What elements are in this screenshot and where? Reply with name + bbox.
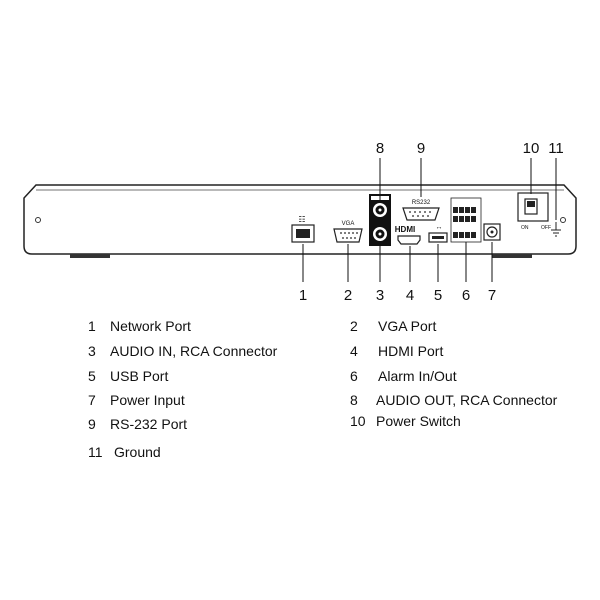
hdmi-port: HDMI xyxy=(395,225,421,245)
callout-2: 2 xyxy=(344,287,352,300)
legend-label: RS-232 Port xyxy=(110,416,188,432)
legend-item-1: 1 Network Port xyxy=(88,318,191,335)
power-input-jack xyxy=(483,223,501,241)
legend-label: AUDIO IN, RCA Connector xyxy=(110,343,278,359)
legend-item-6: 6 Alarm In/Out xyxy=(350,368,457,385)
callout-7: 7 xyxy=(488,287,496,300)
switch-on-label: ON xyxy=(521,225,529,231)
legend-label: Power Input xyxy=(110,392,185,408)
legend-number: 4 xyxy=(350,343,358,359)
power-switch: ON OFF xyxy=(517,192,551,231)
audio-rca-block xyxy=(369,194,391,246)
legend-number: 9 xyxy=(88,416,96,432)
ground-terminal-icon xyxy=(551,222,561,237)
hdmi-label: HDMI xyxy=(395,225,415,234)
legend-label: Alarm In/Out xyxy=(378,368,457,384)
legend-number: 5 xyxy=(88,368,96,384)
callout-4: 4 xyxy=(406,287,414,300)
rs232-label: RS232 xyxy=(412,200,431,206)
legend-label: HDMI Port xyxy=(378,343,444,359)
switch-off-label: OFF xyxy=(541,225,551,231)
network-port: ☷ xyxy=(291,215,315,243)
legend-item-4: 4 HDMI Port xyxy=(350,343,443,360)
network-symbol-icon: ☷ xyxy=(298,215,305,224)
callout-5: 5 xyxy=(434,287,442,300)
legend-item-7: 7 Power Input xyxy=(88,392,185,409)
legend-number: 3 xyxy=(88,343,96,359)
legend-item-10: 10 Power Switch xyxy=(350,413,461,430)
legend-label: USB Port xyxy=(110,368,169,384)
legend-number: 2 xyxy=(350,318,358,334)
foot-right xyxy=(492,254,532,258)
legend-item-3: 3 AUDIO IN, RCA Connector xyxy=(88,343,277,360)
legend-number: 10 xyxy=(350,413,366,429)
legend-label: Ground xyxy=(114,444,161,460)
usb-port: ↔ xyxy=(428,224,448,243)
foot-left xyxy=(70,254,110,258)
legend-item-8: 8 AUDIO OUT, RCA Connector xyxy=(350,392,557,409)
legend-item-5: 5 USB Port xyxy=(88,368,168,385)
legend-item-11: 11 Ground xyxy=(88,444,161,461)
legend-item-9: 9 RS-232 Port xyxy=(88,416,187,433)
rs232-port: RS232 xyxy=(402,200,440,221)
legend-number: 11 xyxy=(88,444,103,460)
screw-icon xyxy=(35,217,41,223)
callout-1: 1 xyxy=(299,287,307,300)
legend-number: 8 xyxy=(350,392,358,408)
leader-lines xyxy=(302,158,557,282)
screw-icon xyxy=(560,217,566,223)
callout-10: 10 xyxy=(523,140,540,157)
usb-icon: ↔ xyxy=(436,224,443,231)
alarm-terminal-block xyxy=(450,197,482,243)
vga-label: VGA xyxy=(342,221,355,227)
vga-port: VGA xyxy=(333,221,363,243)
legend-item-2: 2 VGA Port xyxy=(350,318,436,335)
rear-panel-diagram: ☷ VGA RS232 HDMI ↔ xyxy=(23,140,577,300)
legend-label: AUDIO OUT, RCA Connector xyxy=(376,392,558,408)
callout-9: 9 xyxy=(417,140,425,157)
legend-label: Network Port xyxy=(110,318,191,334)
callout-8: 8 xyxy=(376,140,384,157)
callout-6: 6 xyxy=(462,287,470,300)
legend-number: 7 xyxy=(88,392,96,408)
legend-label: Power Switch xyxy=(376,413,461,429)
legend-number: 1 xyxy=(88,318,96,334)
legend-number: 6 xyxy=(350,368,358,384)
callout-11: 11 xyxy=(548,140,564,157)
legend-label: VGA Port xyxy=(378,318,437,334)
callout-3: 3 xyxy=(376,287,384,300)
